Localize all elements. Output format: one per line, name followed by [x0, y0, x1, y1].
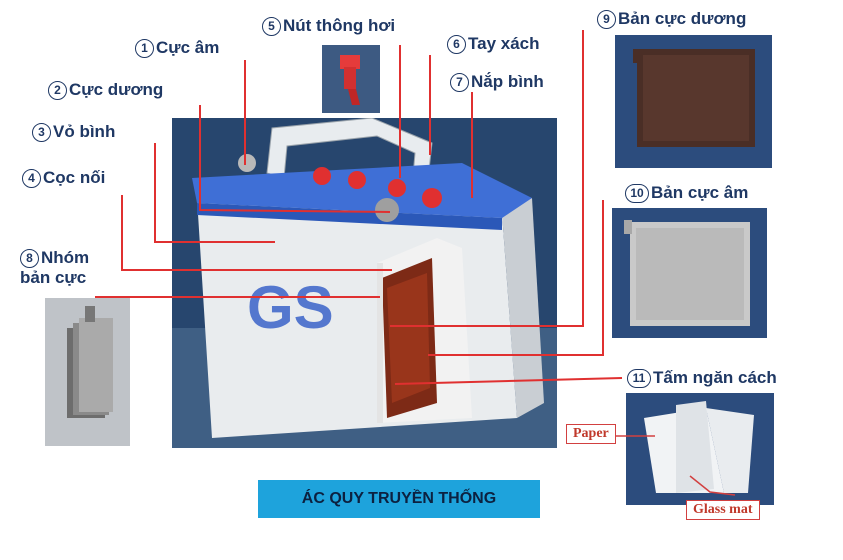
paper-tag: Paper: [566, 424, 616, 444]
number-badge: 10: [625, 184, 649, 203]
battery-photo: GS: [172, 118, 557, 448]
number-badge: 1: [135, 39, 154, 58]
vent-plug-photo: [322, 45, 380, 113]
number-badge: 4: [22, 169, 41, 188]
label-8-line2: bản cực: [20, 268, 87, 287]
number-badge: 5: [262, 17, 281, 36]
number-badge: 7: [450, 73, 469, 92]
number-badge: 2: [48, 81, 67, 100]
diagram-caption: ÁC QUY TRUYỀN THỐNG: [258, 480, 540, 518]
plate-group-photo: [45, 298, 130, 446]
number-badge: 3: [32, 123, 51, 142]
positive-plate-photo: [615, 35, 772, 168]
battery-logo: GS: [247, 274, 334, 341]
number-badge: 11: [627, 369, 651, 388]
number-badge: 9: [597, 10, 616, 29]
negative-plate-photo: [612, 208, 767, 338]
number-badge: 8: [20, 249, 39, 268]
separator-photo: [626, 393, 774, 505]
glass-mat-tag: Glass mat: [686, 500, 760, 520]
number-badge: 6: [447, 35, 466, 54]
